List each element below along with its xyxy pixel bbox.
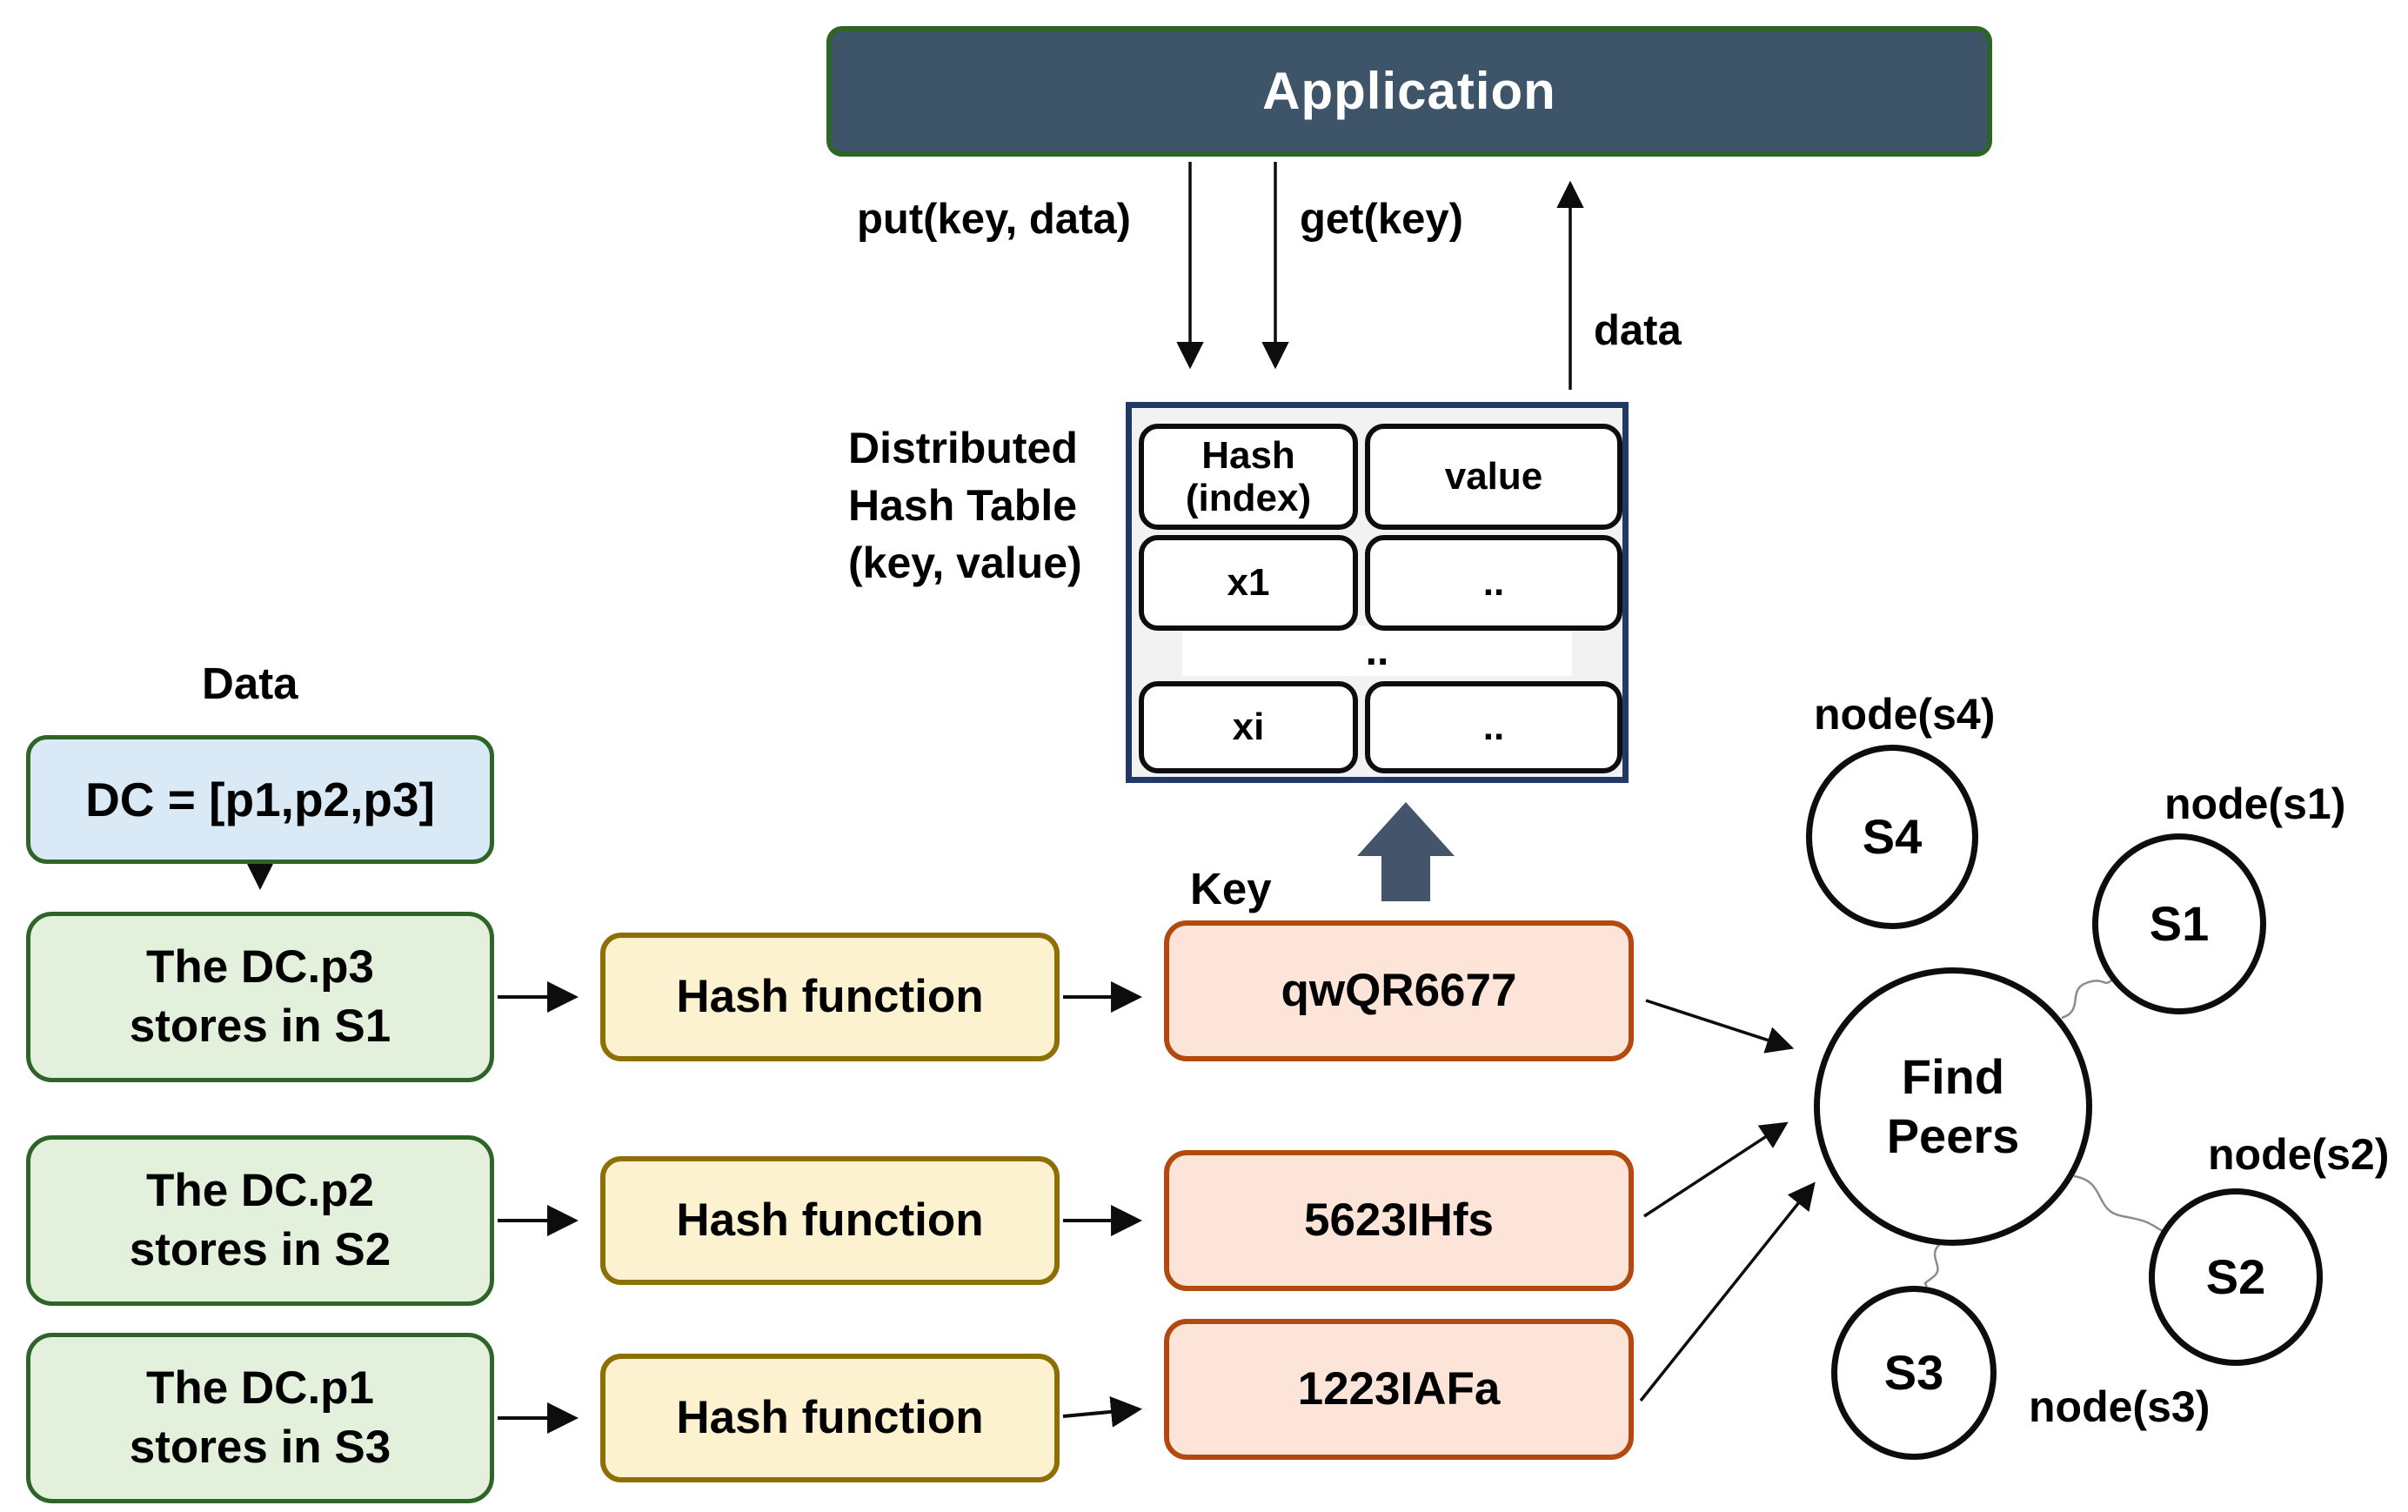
hash3-to-key-arrow (1062, 1395, 1143, 1428)
dht-header-hash-line1: Hash (1201, 433, 1295, 477)
findpeers-s2-link (2073, 1174, 2164, 1233)
key-2-label: 5623IHfs (1303, 1194, 1495, 1247)
key-box-2: 5623IHfs (1164, 1150, 1634, 1291)
node-s3-name: S3 (1883, 1344, 1944, 1400)
find-peers-line1: Find (1901, 1048, 2005, 1104)
hash-function-box-1: Hash function (600, 933, 1060, 1061)
node-s2-label: node(s2) (2208, 1130, 2390, 1179)
dht-row1-value-label: .. (1482, 561, 1505, 605)
dht-side-label-line3: (key, value) (848, 539, 1082, 587)
dht-header-hash-line2: (index) (1185, 477, 1312, 519)
dht-header-value-label: value (1444, 455, 1543, 498)
findpeers-s1-link (2061, 979, 2113, 1020)
findpeers-s3-link (1923, 1241, 1943, 1288)
dht-row2-value-cell: .. (1365, 681, 1622, 773)
node-s4-circle: S4 (1806, 745, 1978, 929)
dht-row2-key-label: xi (1232, 706, 1265, 749)
data-source-label: DC = [p1,p2,p3] (85, 772, 435, 826)
key-to-dht-block-arrow (1357, 802, 1455, 901)
dht-ellipsis: .. (1365, 628, 1389, 674)
find-peers-line2: Peers (1886, 1108, 2020, 1163)
data-title: Data (202, 659, 298, 708)
key2-to-findpeers-arrow (1643, 1121, 1789, 1218)
store-box-1: The DC.p3 stores in S1 (26, 912, 494, 1082)
store-box-3: The DC.p1 stores in S3 (26, 1333, 494, 1503)
hash-function-3-label: Hash function (676, 1392, 984, 1444)
hash-function-1-label: Hash function (676, 971, 984, 1023)
key3-to-findpeers-arrow (1639, 1181, 1816, 1402)
node-s2-name: S2 (2205, 1248, 2266, 1304)
dht-side-label: Distributed Hash Table (key, value) (848, 419, 1082, 592)
store-box-2-line2: stores in S2 (129, 1224, 391, 1275)
application-box: Application (826, 26, 1992, 157)
dht-header-value-cell: value (1365, 424, 1622, 530)
key-box-3: 1223IAFa (1164, 1319, 1634, 1460)
dht-row2-key-cell: xi (1139, 681, 1358, 773)
find-peers-circle: Find Peers (1814, 967, 2092, 1246)
store-box-1-line2: stores in S1 (129, 1000, 391, 1052)
dht-side-label-line2: Hash Table (848, 481, 1078, 530)
store-box-2: The DC.p2 stores in S2 (26, 1135, 494, 1306)
key-3-label: 1223IAFa (1297, 1363, 1501, 1415)
hash-function-2-label: Hash function (676, 1194, 984, 1247)
node-s1-circle: S1 (2092, 833, 2266, 1014)
store-box-2-line1: The DC.p2 (145, 1165, 375, 1217)
data-source-box: DC = [p1,p2,p3] (26, 735, 494, 864)
store-box-3-line2: stores in S3 (129, 1422, 391, 1473)
hash-function-box-3: Hash function (600, 1354, 1060, 1482)
key-1-label: qwQR6677 (1281, 965, 1517, 1017)
get-label: get(key) (1300, 196, 1463, 243)
node-s2-circle: S2 (2149, 1188, 2323, 1366)
dht-table: Hash (index) value x1 .. .. xi .. (1126, 402, 1629, 783)
data-label: data (1594, 307, 1682, 354)
hash-function-box-2: Hash function (600, 1156, 1060, 1285)
application-label: Application (1262, 61, 1556, 120)
key1-to-findpeers-arrow (1645, 999, 1795, 1054)
dht-header-hash-cell: Hash (index) (1139, 424, 1358, 530)
dht-row2-value-label: .. (1482, 706, 1505, 749)
node-s4-label: node(s4) (1814, 690, 1996, 739)
node-s3-label: node(s3) (2029, 1382, 2211, 1431)
key-column-label: Key (1190, 864, 1272, 913)
key-box-1: qwQR6677 (1164, 920, 1634, 1061)
put-label: put(key, data) (857, 196, 1131, 243)
dht-separator-band (1182, 626, 1572, 676)
node-s1-label: node(s1) (2164, 779, 2346, 828)
dht-row1-key-label: x1 (1227, 561, 1270, 605)
store-box-3-line1: The DC.p1 (145, 1362, 375, 1415)
store-box-1-line1: The DC.p3 (145, 941, 375, 994)
node-s4-name: S4 (1862, 808, 1923, 864)
dht-row1-value-cell: .. (1365, 535, 1622, 631)
node-s3-circle: S3 (1831, 1286, 1997, 1460)
dht-side-label-line1: Distributed (848, 424, 1078, 472)
node-s1-name: S1 (2149, 895, 2210, 951)
dht-row1-key-cell: x1 (1139, 535, 1358, 631)
